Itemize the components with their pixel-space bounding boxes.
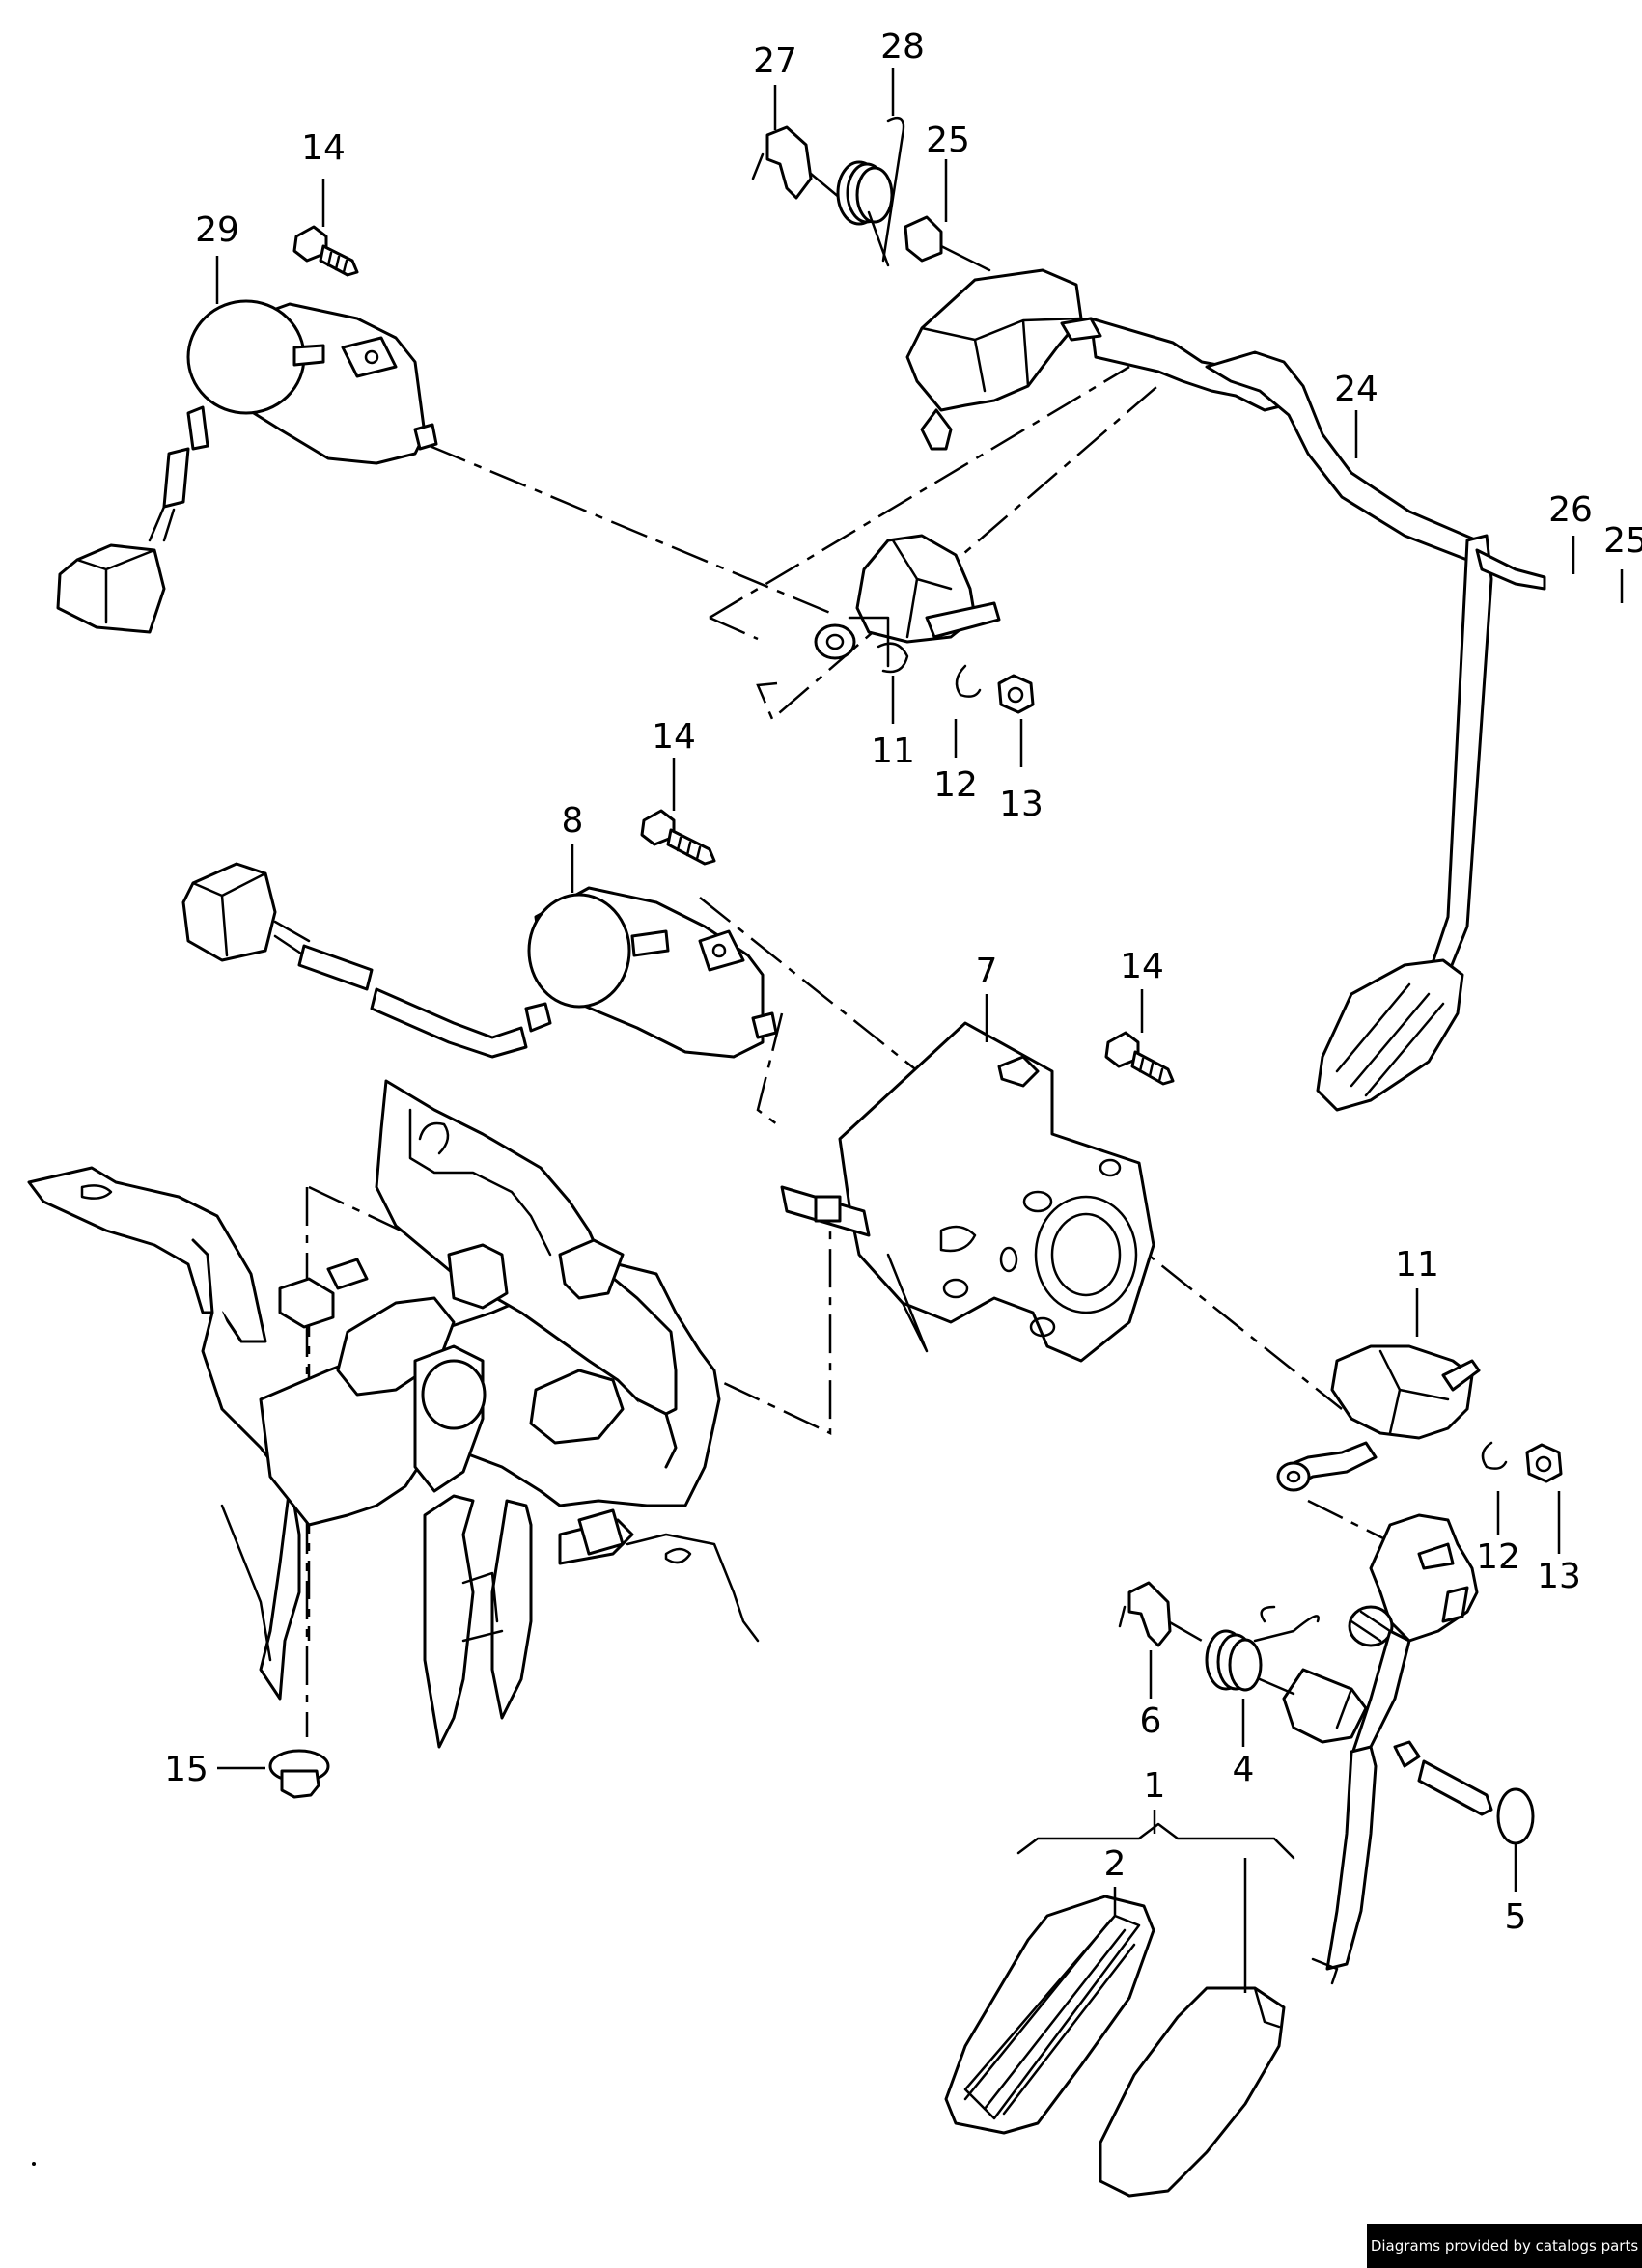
callout-2: 2 <box>1104 1844 1127 1884</box>
callout-25-top: 25 <box>926 121 970 160</box>
bolt-14-right <box>1104 1031 1175 1086</box>
callout-26: 26 <box>1548 490 1593 530</box>
spring-4 <box>1205 1605 1320 1696</box>
bolt-14-middle <box>640 809 716 866</box>
bolt-14-top <box>292 225 359 277</box>
mounting-bracket <box>27 1079 760 1749</box>
pedal-assembly-24 <box>905 268 1546 1112</box>
callout-11-top: 11 <box>871 732 915 771</box>
callout-24: 24 <box>1334 370 1378 409</box>
callout-28: 28 <box>880 27 925 67</box>
callout-6: 6 <box>1140 1701 1162 1741</box>
callout-12-top: 12 <box>933 765 978 805</box>
pedal-lever-lower <box>1282 1513 1535 1985</box>
callout-4: 4 <box>1233 1750 1255 1789</box>
callout-14-top: 14 <box>301 128 346 168</box>
assembly-lines <box>305 365 1396 1737</box>
callout-14-middle: 14 <box>652 717 696 757</box>
bracket-7 <box>780 1021 1155 1363</box>
callout-1: 1 <box>1144 1766 1166 1806</box>
callout-14-right: 14 <box>1120 947 1164 986</box>
clip-6 <box>1118 1581 1172 1647</box>
callout-25-right: 25 <box>1603 521 1642 561</box>
callout-15: 15 <box>164 1750 209 1789</box>
sensor-29 <box>56 299 438 634</box>
nut-15 <box>268 1749 330 1799</box>
spring-set-top <box>751 116 991 272</box>
bracket-11-top <box>814 534 1035 714</box>
sensor-8 <box>181 862 778 1059</box>
callout-29: 29 <box>195 210 239 250</box>
bracket-11-lower <box>1276 1344 1563 1492</box>
leader-lines <box>215 68 1624 1993</box>
callout-27: 27 <box>753 41 797 81</box>
speck-dot <box>32 2162 36 2166</box>
callout-13-top: 13 <box>999 785 1044 824</box>
callout-8: 8 <box>562 801 584 841</box>
callout-5: 5 <box>1505 1897 1527 1937</box>
callout-13-lower: 13 <box>1537 1557 1581 1596</box>
pedal-pad-2 <box>944 1895 1155 2135</box>
callout-7: 7 <box>976 952 998 991</box>
pedal-pad-1 <box>1099 1986 1286 2198</box>
credit-banner: Diagrams provided by catalogs parts <box>1367 2224 1642 2268</box>
group-bracket-1 <box>1016 1822 1295 1860</box>
callout-12-lower: 12 <box>1476 1537 1520 1577</box>
callout-labels: 27 28 25 14 29 24 26 25 11 12 13 14 8 7 … <box>164 27 1642 1937</box>
callout-11-lower: 11 <box>1395 1245 1439 1285</box>
